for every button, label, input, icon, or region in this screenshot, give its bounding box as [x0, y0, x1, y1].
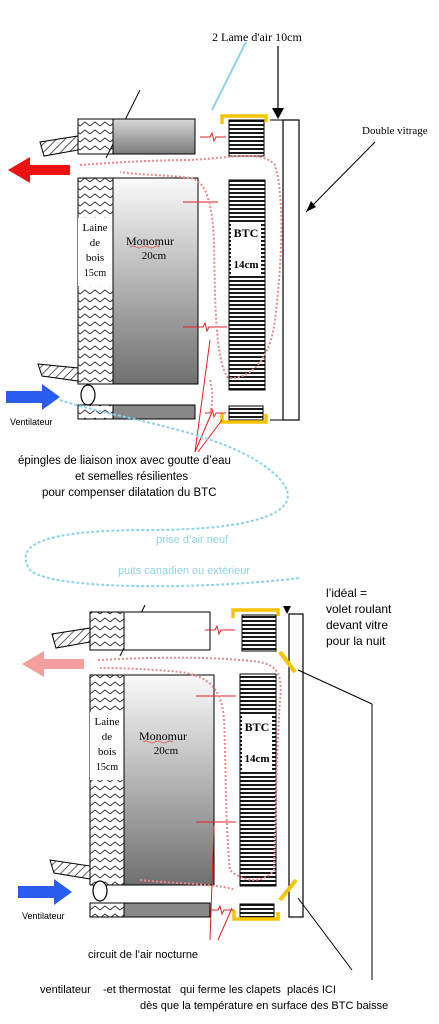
wood-wool-label-3: bois	[86, 252, 104, 264]
clapet-top	[231, 608, 280, 618]
monomur-label: Monomur	[126, 234, 174, 248]
wood-wool-top-small	[77, 118, 114, 155]
clapet-angled-bottom	[278, 878, 298, 902]
btc-size-label: 14cm	[244, 753, 269, 765]
fresh-air-in-arrow	[18, 879, 72, 905]
air-gap-pointer	[211, 41, 247, 111]
vent-grill-top	[51, 627, 91, 649]
fan-icon	[80, 384, 96, 406]
pin-3	[183, 321, 227, 333]
source-label: puits canadien ou extérieur	[118, 565, 250, 577]
pins-caption-1: épingles de liaison inox avec goutte d’e…	[18, 455, 231, 467]
wood-wool-top-small	[89, 611, 125, 651]
air-gap-label: 2 Lame d'air 10cm	[212, 30, 302, 44]
footer-line-1: ventilateur -et thermostat qui ferme les…	[40, 984, 336, 996]
double-glazing-label: Double vitrage	[362, 125, 428, 137]
wall-diagram-bottom: l’idéal = volet roulant devant vitre pou…	[18, 586, 392, 1012]
wall-diagram-top: 2 Lame d'air 10cm Double vitrage Laine d…	[6, 30, 428, 588]
wood-wool-label-3: bois	[98, 746, 116, 758]
clapet-top	[220, 114, 268, 124]
wood-wool-bottom-small	[77, 404, 114, 420]
pins-caption-3: pour compenser dilatation du BTC	[42, 487, 217, 499]
night-circuit-label: circuit de l’air nocturne	[88, 949, 198, 961]
ideal-note-3: devant vitre	[326, 618, 388, 632]
arrow-down-icon	[272, 108, 284, 119]
vent-grill-top	[39, 135, 79, 157]
wood-wool-bottom-small	[89, 902, 125, 918]
pin-1	[205, 624, 235, 636]
btc-top-small	[241, 614, 277, 652]
warm-airflow-top	[79, 155, 283, 380]
arrow-down-icon	[283, 606, 291, 614]
arrow-pointer-icon	[306, 201, 316, 212]
pin-1	[200, 131, 226, 143]
clapet-bottom	[232, 910, 280, 921]
wood-wool-label-1: Laine	[94, 716, 119, 728]
btc-bottom-small	[239, 903, 275, 919]
btc-main	[239, 673, 277, 887]
double-glazing	[288, 613, 304, 918]
monomur-top-small	[123, 611, 211, 651]
wood-wool-label-1: Laine	[82, 222, 107, 234]
btc-top-small	[228, 119, 265, 157]
btc-bottom-small	[228, 405, 264, 421]
wood-wool-label-2: de	[102, 731, 113, 743]
monomur-top-small	[112, 118, 196, 155]
btc-label: BTC	[234, 226, 259, 240]
monomur-bottom-small	[123, 902, 211, 918]
wood-wool-label-4: 15cm	[96, 762, 118, 773]
clapet-angled-top	[278, 650, 297, 674]
monomur-main	[123, 674, 215, 886]
monomur-size-label: 20cm	[142, 250, 167, 262]
pin-4	[205, 407, 226, 419]
fan-label-bottom: Ventilateur	[22, 911, 65, 921]
pin-4	[210, 904, 234, 916]
warm-air-out-arrow	[8, 157, 70, 183]
pins-caption-2: et semelles résilientes	[75, 471, 188, 483]
fan-label-top: Ventilateur	[10, 417, 53, 427]
ideal-note-2: volet roulant	[326, 602, 392, 616]
monomur-size-label: 20cm	[154, 745, 179, 757]
btc-label: BTC	[245, 720, 270, 734]
footer-line-2: dès que la température en surface des BT…	[140, 1000, 388, 1012]
wood-wool-label-2: de	[90, 237, 101, 249]
btc-size-label: 14cm	[233, 259, 258, 271]
double-glazing	[282, 119, 300, 421]
btc-main	[228, 179, 266, 391]
monomur-label: Monomur	[139, 729, 187, 743]
wood-wool-label-4: 15cm	[84, 268, 106, 279]
warm-air-out-arrow	[22, 651, 84, 677]
clapet-bottom	[220, 413, 268, 424]
fresh-air-label: prise d’air neuf	[156, 534, 229, 546]
fresh-air-in-arrow	[6, 384, 60, 410]
vent-grill-bottom	[49, 859, 91, 880]
fan-icon	[92, 880, 108, 902]
monomur-main	[112, 177, 199, 385]
ideal-note-1: l’idéal =	[326, 586, 367, 600]
vent-grill-bottom	[37, 363, 79, 382]
ideal-note-4: pour la nuit	[326, 634, 386, 648]
